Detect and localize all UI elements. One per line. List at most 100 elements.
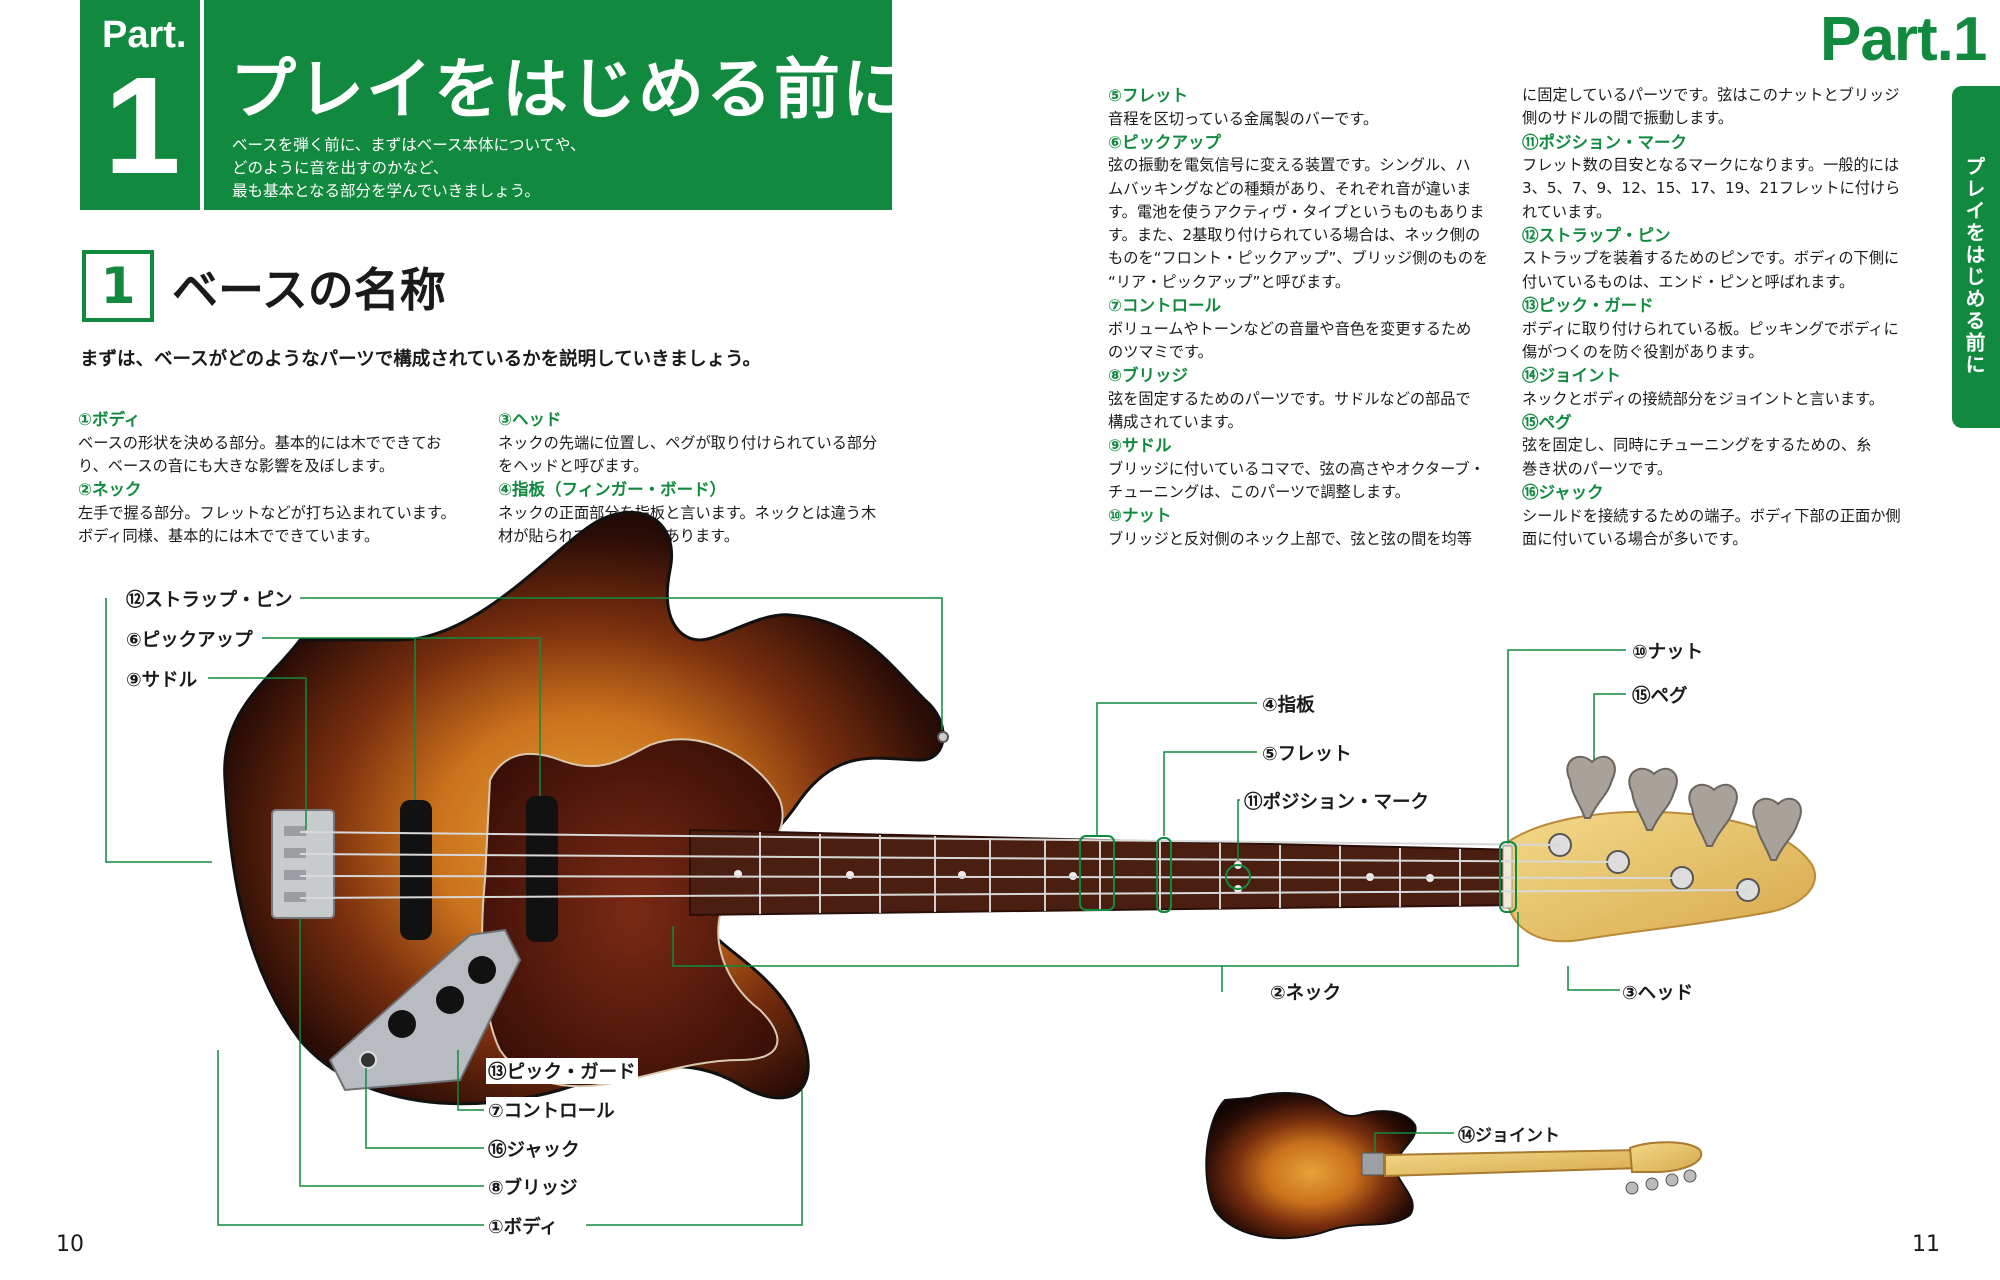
part-description: に固定しているパーツです。弦はこのナットとブリッジ側のサドルの間で振動します。 — [1522, 84, 1901, 131]
side-tab-label: プレイをはじめる前に — [1962, 156, 1986, 376]
part-term: ④指板（フィンガー・ボード） — [498, 480, 727, 500]
tuner-peg — [1628, 767, 1678, 831]
part-term: ⑮ペグ — [1522, 412, 1572, 432]
part-description: 音程を区切っている金属製のバーです。 — [1108, 108, 1488, 131]
description-line: 面に付いている場合が多いです。 — [1522, 529, 1748, 548]
tuner-peg — [1752, 797, 1802, 861]
callout-pickup: ⑥ピックアップ — [124, 626, 255, 652]
part-term: ⑭ジョイント — [1522, 366, 1621, 386]
part-term: ⑨サドル — [1108, 436, 1172, 456]
description-line: 構成されています。 — [1108, 412, 1243, 431]
description-line: のツマミです。 — [1108, 342, 1213, 361]
part-term: ⑪ポジション・マーク — [1522, 132, 1687, 152]
description-line: す。電池を使うアクティヴ・タイプというものもありま — [1108, 202, 1485, 221]
description-line: “リア・ピックアップ”と呼びます。 — [1108, 272, 1351, 291]
part-description: ブリッジに付いているコマで、弦の高さやオクターブ・チューニングは、このパーツで調… — [1108, 458, 1488, 505]
description-line: シールドを接続するための端子。ボディ下部の正面か側 — [1522, 506, 1901, 525]
description-line: す。また、2基取り付けられている場合は、ネック側の — [1108, 226, 1481, 245]
description-line: ムバッキングなどの種類があり、それぞれ音が違いま — [1108, 179, 1472, 198]
rear-pickup — [400, 800, 432, 940]
part-term: ②ネック — [78, 480, 142, 500]
description-line: 傷がつくのを防ぐ役割があります。 — [1522, 342, 1764, 361]
section-lead: まずは、ベースがどのようなパーツで構成されているかを説明していきましょう。 — [80, 349, 761, 370]
description-line: に固定しているパーツです。弦はこのナットとブリッジ — [1522, 86, 1900, 104]
part-description: ボリュームやトーンなどの音量や音色を変更するためのツマミです。 — [1108, 318, 1488, 365]
part-box: Part. 1 — [80, 0, 204, 210]
description-line: 巻き状のパーツです。 — [1522, 459, 1673, 478]
bridge-plate — [271, 809, 335, 919]
description-line: ブリッジに付いているコマで、弦の高さやオクターブ・ — [1108, 459, 1485, 478]
part-description: フレット数の目安となるマークになります。一般的には 3、5、7、9、12、15、1… — [1522, 154, 1901, 224]
parts-column-4: に固定しているパーツです。弦はこのナットとブリッジ側のサドルの間で振動します。⑪… — [1522, 84, 1901, 551]
description-line: チューニングは、このパーツで調整します。 — [1108, 483, 1410, 502]
part-term: ⑩ナット — [1108, 506, 1172, 526]
description-line: れています。 — [1522, 202, 1612, 221]
corner-part-label: Part.1 — [1820, 5, 1987, 74]
page-number-left: 10 — [56, 1232, 84, 1257]
part-term: ⑧ブリッジ — [1108, 366, 1188, 386]
part-description: ネックとボディの接続部分をジョイントと言います。 — [1522, 388, 1901, 411]
tuner-peg — [1688, 783, 1738, 847]
part-term: ①ボディ — [78, 410, 141, 429]
description-line: ボディ同様、基本的には木でできています。 — [78, 526, 380, 545]
position-mark-highlight — [1225, 864, 1251, 890]
callout-bridge: ⑧ブリッジ — [486, 1174, 580, 1200]
callout-fret: ⑤フレット — [1260, 740, 1354, 766]
fret-highlight — [1156, 837, 1172, 913]
callout-peg: ⑮ペグ — [1630, 682, 1690, 708]
callout-saddle: ⑨サドル — [124, 666, 200, 692]
part-number: 1 — [104, 49, 181, 203]
jack-socket — [359, 1051, 377, 1069]
chapter-banner: Part. 1 プレイをはじめる前に ベースを弾く前に、まずはベース本体について… — [80, 0, 908, 210]
callout-joint: ⑭ジョイント — [1456, 1121, 1562, 1146]
description-line: フレット数の目安となるマークになります。一般的には — [1522, 156, 1900, 175]
part-term: ⑯ジャック — [1522, 483, 1604, 503]
description-line: ネックの先端に位置し、ペグが取り付けられている部分 — [498, 433, 878, 452]
description-line: ボディに取り付けられている板。ピッキングでボディに — [1522, 319, 1899, 338]
part-term: ⑤フレット — [1108, 86, 1188, 105]
parts-column-3: ⑤フレット音程を区切っている金属製のバーです。⑥ピックアップ弦の振動を電気信号に… — [1108, 84, 1488, 551]
strap-pin — [937, 731, 949, 743]
fingerboard-highlight — [1079, 835, 1115, 911]
description-line: ものを“フロント・ピックアップ”、ブリッジ側のものを — [1108, 249, 1489, 268]
part-term: ⑥ピックアップ — [1108, 132, 1221, 152]
part-term: ③ヘッド — [498, 410, 562, 429]
description-line: 付いているものは、エンド・ピンと呼ばれます。 — [1522, 272, 1855, 291]
control-knob — [388, 1010, 416, 1038]
nut-highlight — [1499, 841, 1517, 913]
side-tab: プレイをはじめる前に — [1952, 86, 2000, 428]
part-description: ネックの先端に位置し、ペグが取り付けられている部分をヘッドと呼びます。 — [498, 432, 877, 479]
front-pickup — [526, 796, 558, 942]
description-line: をヘッドと呼びます。 — [498, 456, 649, 475]
description-line: 3、5、7、9、12、15、17、19、21フレットに付けら — [1522, 179, 1901, 198]
callout-jack: ⑯ジャック — [486, 1136, 582, 1162]
part-description: 左手で握る部分。フレットなどが打ち込まれています。ボディ同様、基本的には木ででき… — [78, 502, 456, 549]
callout-neck: ②ネック — [1268, 979, 1344, 1005]
joint-body — [1205, 1092, 1417, 1240]
headstock — [1507, 810, 1816, 943]
callout-nut: ⑩ナット — [1630, 638, 1706, 664]
description-line: ストラップを装着するためのピンです。ボディの下側に — [1522, 249, 1900, 268]
description-line: ブリッジと反対側のネック上部で、弦と弦の間を均等 — [1108, 529, 1472, 548]
callout-lines — [105, 597, 1626, 1226]
neck-plate — [1361, 1152, 1385, 1176]
part-description: ストラップを装着するためのピンです。ボディの下側に付いているものは、エンド・ピン… — [1522, 247, 1901, 294]
intro-line: 最も基本となる部分を学んでいきましょう。 — [232, 182, 540, 200]
part-description: ボディに取り付けられている板。ピッキングでボディに傷がつくのを防ぐ役割があります… — [1522, 318, 1901, 365]
chapter-title: プレイをはじめる前に — [230, 51, 910, 128]
section-number: 1 — [82, 250, 154, 322]
description-line: 弦を固定し、同時にチューニングをするための、糸 — [1522, 436, 1872, 455]
part-description: 弦を固定するためのパーツです。サドルなどの部品で構成されています。 — [1108, 388, 1488, 435]
description-line: ボリュームやトーンなどの音量や音色を変更するため — [1108, 319, 1472, 338]
callout-body: ①ボディ — [486, 1213, 560, 1239]
description-line: ネックの正面部分を指板と言います。ネックとは違う木 — [498, 503, 877, 522]
joint-headstock — [1628, 1141, 1703, 1173]
callout-fingerboard: ④指板 — [1260, 691, 1317, 717]
part-description: シールドを接続するための端子。ボディ下部の正面か側面に付いている場合が多いです。 — [1522, 505, 1901, 552]
section-title: ベースの名称 — [172, 263, 446, 317]
tuner-peg — [1566, 755, 1616, 819]
callout-control: ⑦コントロール — [486, 1097, 617, 1123]
control-knob — [436, 986, 464, 1014]
control-knob — [468, 956, 496, 984]
